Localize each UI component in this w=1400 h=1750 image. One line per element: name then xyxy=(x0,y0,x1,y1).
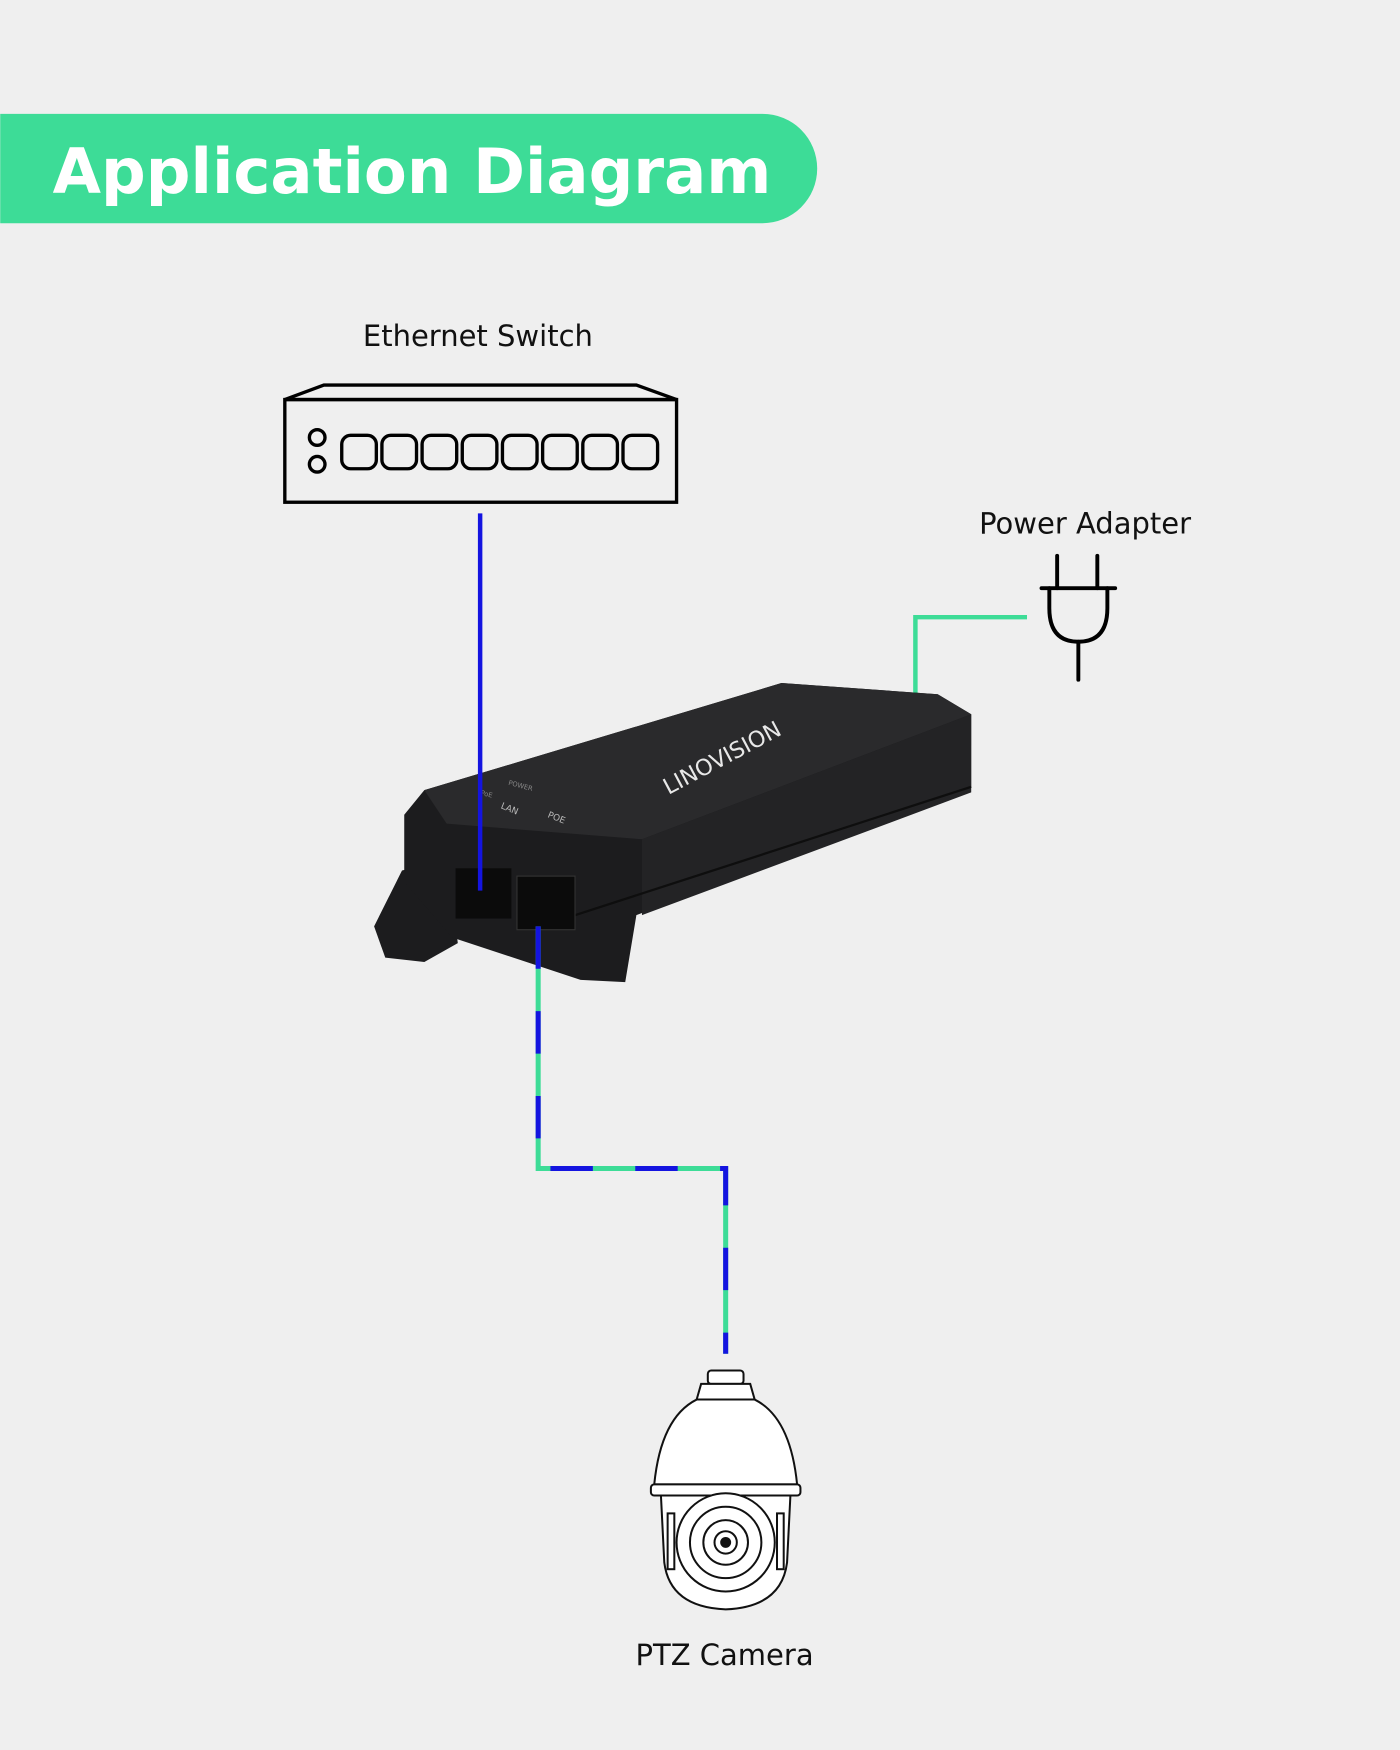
switch-port-icon xyxy=(540,433,579,471)
ethernet-switch-icon xyxy=(283,383,679,504)
camera-label: PTZ Camera xyxy=(636,1638,814,1672)
led-label-poe: PoE xyxy=(480,789,494,800)
switch-port-icon xyxy=(420,433,459,471)
title-banner: Application Diagram xyxy=(0,113,818,224)
switch-port-icon xyxy=(380,433,419,471)
switch-port-icon xyxy=(581,433,620,471)
power-plug-icon xyxy=(1039,553,1118,682)
switch-label: Ethernet Switch xyxy=(363,319,593,353)
power-cable xyxy=(913,614,1028,695)
switch-port-icon xyxy=(621,433,660,471)
poe-cable xyxy=(535,926,729,1354)
switch-port-icon xyxy=(340,433,379,471)
page-title: Application Diagram xyxy=(53,135,772,208)
switch-port-icon xyxy=(460,433,499,471)
switch-port-icon xyxy=(500,433,539,471)
ptz-camera-icon xyxy=(649,1369,802,1611)
poe-injector-device: LINOVISION LAN POE POWER PoE xyxy=(374,683,972,983)
adapter-label: Power Adapter xyxy=(979,506,1191,540)
